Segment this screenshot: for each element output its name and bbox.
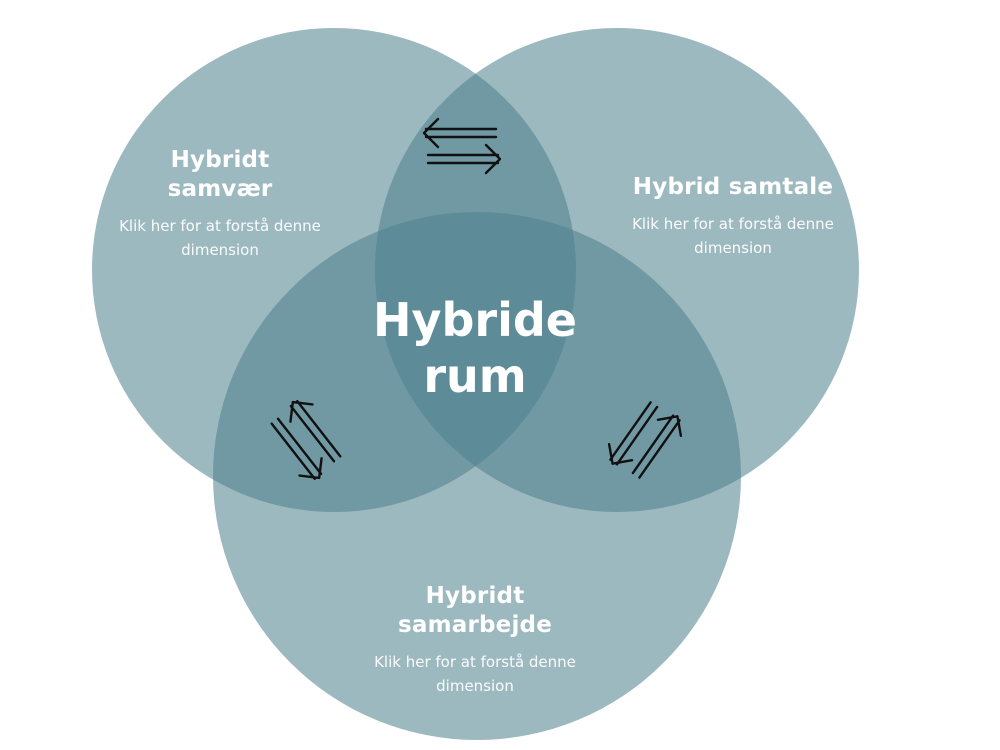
samtale-title-line1: Hybrid samtale — [632, 174, 834, 200]
circle-samarbejde[interactable] — [213, 212, 741, 740]
center-label-line2: rum — [423, 349, 527, 403]
center-label: Hybride rum — [340, 292, 610, 404]
samvaer-link-line1[interactable]: Klik her for at forstå denne — [119, 217, 321, 235]
samvaer-title-line2: samvær — [167, 176, 273, 202]
samarbejde-link-line2[interactable]: dimension — [436, 677, 514, 695]
center-label-line1: Hybride — [373, 293, 577, 347]
samvaer-title-line1: Hybridt — [170, 147, 270, 173]
samtale-label[interactable]: Hybrid samtale Klik her for at forstå de… — [608, 173, 858, 260]
samtale-link-line1[interactable]: Klik her for at forstå denne — [632, 215, 834, 233]
samarbejde-title-line1: Hybridt — [425, 583, 525, 609]
samarbejde-label[interactable]: Hybridt samarbejde Klik her for at forst… — [350, 582, 600, 698]
samarbejde-title-line2: samarbejde — [397, 612, 553, 638]
samtale-link-line2[interactable]: dimension — [694, 239, 772, 257]
samvaer-label[interactable]: Hybridt samvær Klik her for at forstå de… — [100, 146, 340, 262]
samvaer-link-line2[interactable]: dimension — [181, 241, 259, 259]
samarbejde-link-line1[interactable]: Klik her for at forstå denne — [374, 653, 576, 671]
